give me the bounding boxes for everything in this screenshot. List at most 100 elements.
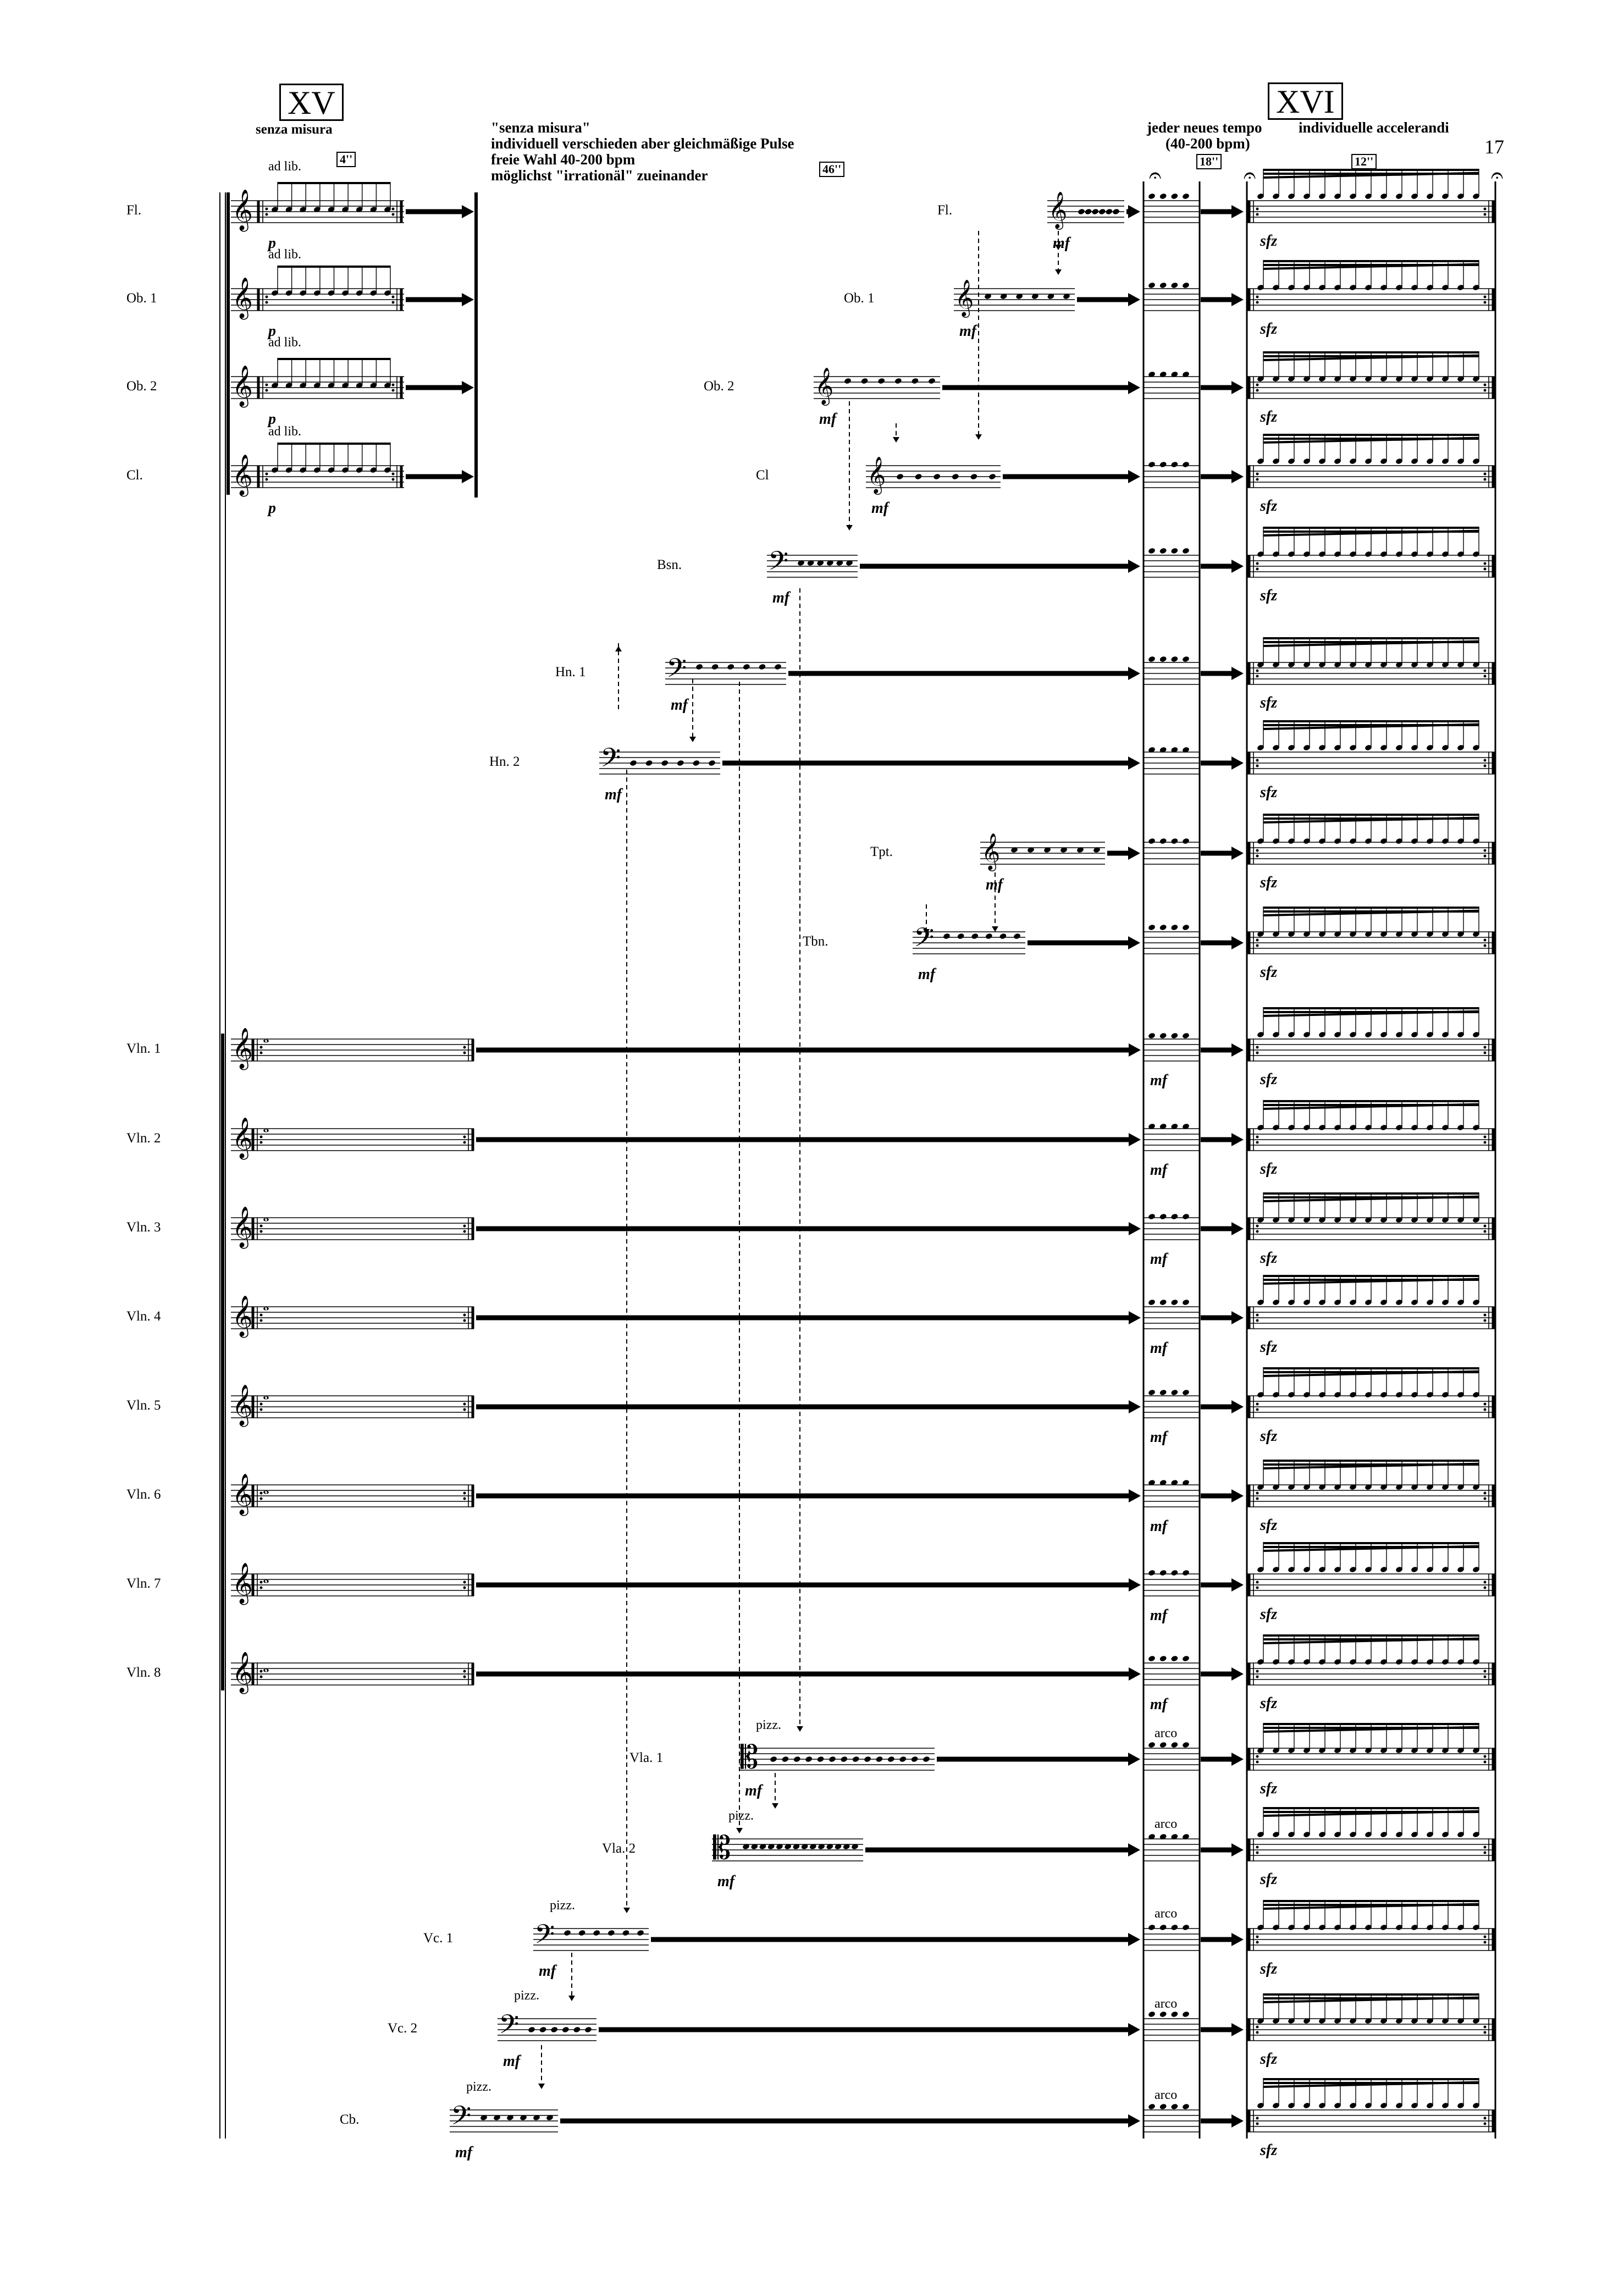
xvi-row-5-accel-notes-note	[1411, 662, 1418, 667]
xvi-row-19-tempo-notes-note	[1171, 1925, 1178, 1930]
ww-0-motif-note	[384, 207, 391, 212]
xvi-row-7-accel-notes-note	[1334, 838, 1341, 844]
xvi-row-9-accel-notes-note	[1334, 1032, 1341, 1037]
xvi-row-18-accel-notes-note	[1257, 1832, 1264, 1837]
xvi-row-10-tempo-notes-note	[1159, 1124, 1167, 1129]
xvi-row-1-rep-start-dot	[1256, 301, 1259, 304]
vln-3-clef: 𝄞	[232, 1296, 253, 1338]
entry-9-pulse-note	[817, 1756, 824, 1762]
entry-5-pulse-note	[743, 664, 750, 670]
ww-0-rep-end-dot	[391, 213, 395, 216]
xvi-row-21-accel-notes-note	[1365, 2103, 1372, 2108]
entry-3-pulse-note	[933, 474, 941, 479]
vln-5-rep-start-dot	[259, 1497, 263, 1500]
xvi-row-2-accel-notes-note	[1396, 376, 1402, 382]
xvi-row-7-tempo-notes-note	[1148, 838, 1155, 844]
xvi-row-4-accel-notes-note	[1334, 551, 1341, 557]
xvi-row-0-accel-notes-note	[1350, 194, 1356, 199]
xvi-row-4-tempo-notes-note	[1183, 548, 1189, 554]
vln-5-rep-end-dot	[463, 1491, 466, 1495]
xvi-row-0-accel-notes-note	[1396, 194, 1402, 199]
xvi-row-21-accel-notes-note	[1334, 2103, 1341, 2108]
xvi-row-13-accel-notes-note	[1457, 1392, 1464, 1397]
entry-1-pulse-note	[985, 294, 991, 299]
xvi-row-16-accel-notes-note	[1257, 1659, 1264, 1665]
entry-13-pulse-note	[520, 2115, 527, 2120]
xvi-row-12-accel-notes-note	[1473, 1300, 1479, 1305]
xvi-row-14-accel-notes-note	[1365, 1484, 1372, 1490]
ww-2-rep-end-dot	[391, 389, 395, 392]
entry-0-clef: 𝄞	[1048, 191, 1067, 230]
xvi-row-4-accel-notes-beam	[1263, 527, 1479, 529]
entry-7-name: Tpt.	[870, 844, 893, 859]
instruction-line-1: "senza misura"	[491, 119, 590, 136]
xvi-row-18-accel-notes-note	[1380, 1832, 1387, 1837]
xvi-row-19-accel-notes-note	[1350, 1925, 1356, 1930]
entry-9-dynamic: mf	[745, 1782, 763, 1799]
xvi-row-18-accel-notes-note	[1319, 1832, 1325, 1837]
ww-1-motif-note	[342, 290, 349, 296]
xvi-row-15-accel-notes-note	[1257, 1567, 1264, 1572]
xvi-row-17-accel-notes-note	[1411, 1748, 1418, 1753]
xvi-row-14-tempo-notes-note	[1159, 1480, 1167, 1485]
xvi-row-11-accel-notes-note	[1380, 1217, 1387, 1223]
entry-6-name: Hn. 2	[489, 754, 520, 769]
entry-11-pulse-note	[578, 1930, 585, 1936]
xvi-row-8-accel-notes-note	[1473, 931, 1479, 937]
entry-4-pulse-note	[826, 560, 833, 566]
xvi-row-19-accel-notes-note	[1257, 1925, 1264, 1930]
xvi-row-6-accel-notes-note	[1380, 745, 1387, 750]
xvi-row-2-accel-notes-note	[1380, 376, 1387, 382]
xvi-row-15-rep-end-dot	[1483, 1586, 1487, 1589]
entry-10-pulse-note	[835, 1844, 842, 1849]
xvi-row-18-accel-notes-note	[1473, 1832, 1479, 1837]
accel-label: individuelle accelerandi	[1299, 119, 1449, 136]
ww-0-motif-note	[356, 207, 363, 212]
rehearsal-mark-xv: XV	[279, 84, 344, 121]
entry-10-pulse-note	[776, 1844, 783, 1849]
entry-11-pulse-note	[607, 1930, 615, 1936]
xvi-row-0-rep-end-dot	[1483, 207, 1487, 211]
entry-10-name: Vla. 2	[602, 1841, 636, 1856]
xvi-row-18-accel-notes-note	[1411, 1832, 1418, 1837]
ww-0-rep-start-dot	[265, 207, 268, 211]
ww-3-motif-note	[300, 467, 307, 473]
xvi-row-3-tempo-notes-note	[1159, 462, 1167, 467]
xvi-row-19-accel-notes-beam	[1263, 1903, 1479, 1910]
vln-4-rep-end-dot	[463, 1408, 466, 1411]
xvi-row-5-arrow-head	[1231, 667, 1244, 680]
entry-6-clef: 𝄢	[600, 742, 621, 780]
xvi-row-14-accel-notes-note	[1303, 1484, 1310, 1490]
xvi-row-8-accel-notes-note	[1273, 931, 1279, 937]
entry-9-pulse-note	[770, 1756, 777, 1762]
vln-0-dynamic: mf	[1150, 1072, 1168, 1089]
xvi-row-7-accel-notes-note	[1288, 838, 1295, 844]
xvi-row-17-accel-notes-note	[1396, 1748, 1402, 1753]
cue-arrowhead-13	[568, 1996, 575, 2001]
entry-6-pulse-note	[677, 760, 684, 766]
entry-10-pulse-note	[810, 1844, 816, 1849]
entry-12-pulse-note	[573, 2027, 581, 2032]
xvi-row-18-accel-notes-note	[1457, 1832, 1464, 1837]
xvi-row-8-accel-notes-note	[1427, 931, 1433, 937]
xvi-row-21-accel-notes-note	[1350, 2103, 1356, 2108]
entry-9-clef: 𝄡	[741, 1738, 758, 1776]
fermata-2: 𝄐	[1244, 163, 1256, 188]
vln-5-clef: 𝄞	[232, 1474, 253, 1516]
xvi-row-0-accel-notes-note	[1380, 194, 1387, 199]
xvi-row-21-rep-end-dot	[1483, 2122, 1487, 2125]
xvi-row-14-accel-notes-note	[1396, 1484, 1402, 1490]
entry-11-arrow-head	[1128, 1933, 1140, 1946]
xvi-row-8-accel-notes-note	[1319, 931, 1325, 937]
xvi-row-11-tempo-notes-note	[1171, 1214, 1178, 1219]
xvi-row-3-accel-notes-beam	[1263, 437, 1479, 444]
xvi-row-4-accel-notes-note	[1288, 551, 1295, 557]
entry-9-arco: arco	[1155, 1726, 1178, 1741]
entry-7-pulse-note	[1093, 847, 1100, 853]
xvi-row-4-accel-notes-note	[1427, 551, 1433, 557]
xvi-row-13-accel-notes-note	[1273, 1392, 1279, 1397]
xvi-row-17-accel-notes-note	[1427, 1748, 1433, 1753]
xvi-row-10-accel-notes-note	[1319, 1125, 1325, 1130]
xvi-row-14-accel-notes-note	[1457, 1484, 1464, 1490]
xvi-row-19-rep-start-dot	[1256, 1935, 1259, 1938]
